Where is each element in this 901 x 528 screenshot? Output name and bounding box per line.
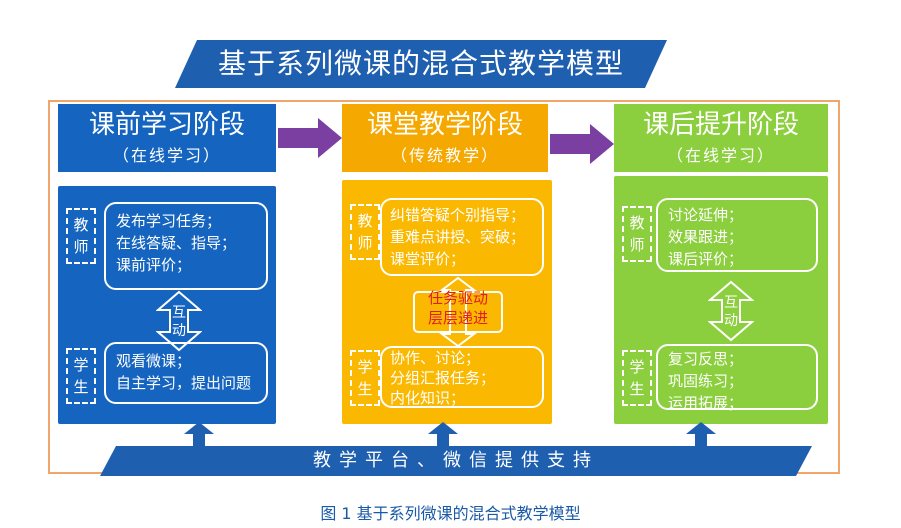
stage-3-teacher-item: 课后评价；	[668, 250, 744, 268]
platform-banner: 教学平台、微信提供支持	[100, 446, 812, 476]
stage-1-student-box: 观看微课； 自主学习，提出问题	[104, 342, 268, 404]
stage-3-teacher-label: 教师	[622, 206, 652, 262]
stage-1-teacher-box: 发布学习任务； 在线答疑、指导； 课前评价；	[104, 202, 268, 290]
stage-2-student-box: 协作、讨论； 分组汇报任务； 内化知识；	[380, 346, 544, 408]
stage-3-panel: 教师 讨论延伸； 效果跟进； 课后评价； 互动 学生 复习反思； 巩固练习； 运…	[614, 176, 828, 424]
stage-1-name: 课前学习阶段	[88, 110, 245, 140]
stage-2-interaction-line: 层层递进	[427, 309, 488, 327]
platform-up-arrow-2-icon	[428, 422, 458, 448]
stage-1-interaction-label: 互动	[172, 305, 186, 339]
platform-text: 教学平台、微信提供支持	[313, 450, 599, 471]
stage-2-student-item: 协作、讨论；	[390, 349, 481, 367]
stage-1-teacher-item: 发布学习任务；	[116, 212, 222, 230]
platform-banner-shape	[100, 446, 812, 476]
title-banner-shape	[175, 40, 667, 88]
stage-2-interaction-line: 任务驱动	[427, 289, 488, 307]
stage-3-student-item: 运用拓展；	[668, 394, 744, 412]
stage-1-student-item: 自主学习，提出问题	[116, 374, 252, 392]
platform-up-arrow-1-icon	[184, 422, 214, 448]
stage-2-teacher-label: 教师	[350, 204, 380, 260]
stage-2-teacher-item: 纠错答疑个别指导；	[390, 206, 526, 224]
stage-2-mode: （传统教学）	[390, 146, 499, 165]
stage-1-teacher-item: 课前评价；	[116, 256, 192, 274]
stage-3-teacher-item: 讨论延伸；	[668, 206, 744, 224]
stage-3-student-item: 复习反思；	[668, 350, 744, 368]
stage-1-student-item: 观看微课；	[116, 352, 192, 370]
stage-3-student-label: 学生	[622, 350, 652, 406]
stage-1-double-arrow-icon	[156, 290, 202, 352]
stage-3-teacher-item: 效果跟进；	[668, 228, 744, 246]
stage-arrow-2-icon	[550, 124, 614, 164]
stage-3-teacher-box: 讨论延伸； 效果跟进； 课后评价；	[656, 198, 818, 272]
stage-1-header: 课前学习阶段 （在线学习）	[58, 104, 276, 172]
stage-2-student-item: 内化知识；	[390, 389, 466, 407]
stage-2-teacher-item: 重难点讲授、突破；	[390, 228, 526, 246]
stage-3-header: 课后提升阶段 （在线学习）	[614, 104, 828, 172]
stage-2-teacher-box: 纠错答疑个别指导； 重难点讲授、突破； 课堂评价；	[380, 198, 544, 276]
stage-3-student-box: 复习反思； 巩固练习； 运用拓展；	[656, 344, 818, 412]
stage-arrow-1-icon	[278, 118, 342, 158]
stage-2-interaction-label: 任务驱动 层层递进	[414, 288, 502, 328]
stage-3-interaction-label: 互动	[724, 295, 738, 329]
stage-2-teacher-item: 课堂评价；	[390, 250, 466, 268]
figure-caption: 图 1 基于系列微课的混合式教学模型	[320, 504, 581, 523]
stage-2-student-item: 分组汇报任务；	[390, 369, 496, 387]
stage-1-panel: 教师 发布学习任务； 在线答疑、指导； 课前评价； 互动 学生 观看微课； 自主…	[58, 186, 276, 424]
stage-3-double-arrow-icon	[708, 280, 754, 342]
stage-3-student-item: 巩固练习；	[668, 372, 744, 390]
stage-2-name: 课堂教学阶段	[366, 110, 523, 140]
stage-3-name: 课后提升阶段	[642, 110, 799, 140]
stage-1-teacher-label: 教师	[66, 208, 96, 264]
stage-2-panel: 教师 纠错答疑个别指导； 重难点讲授、突破； 课堂评价； 任务驱动 层层递进 学…	[342, 180, 552, 424]
platform-up-arrow-3-icon	[686, 422, 716, 448]
title-banner: 基于系列微课的混合式教学模型	[175, 40, 667, 88]
stage-1-mode: （在线学习）	[112, 146, 221, 165]
stage-2-student-label: 学生	[350, 350, 380, 406]
stage-3-mode: （在线学习）	[666, 146, 775, 165]
diagram-title: 基于系列微课的混合式教学模型	[217, 47, 624, 80]
stage-1-student-label: 学生	[66, 348, 96, 404]
stage-1-teacher-item: 在线答疑、指导；	[116, 234, 237, 252]
stage-2-header: 课堂教学阶段 （传统教学）	[342, 104, 548, 172]
